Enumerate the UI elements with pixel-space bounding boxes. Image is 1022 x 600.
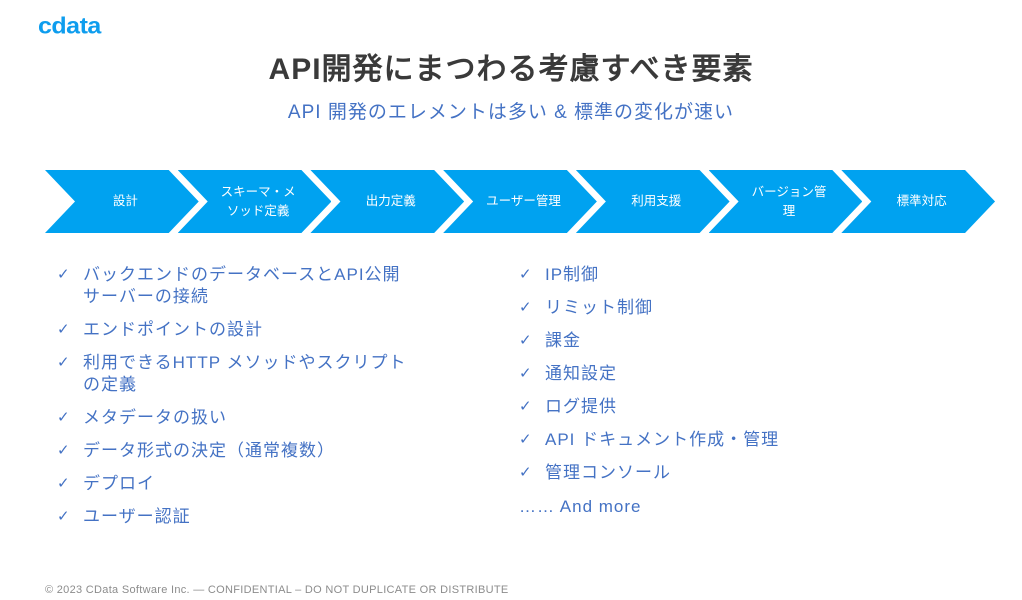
process-step-version-management: バージョン管理 bbox=[709, 170, 863, 233]
process-step-label: バージョン管理 bbox=[751, 184, 827, 218]
check-icon: ✓ bbox=[519, 365, 533, 382]
list-item: ✓ API ドキュメント作成・管理 bbox=[519, 429, 1002, 451]
list-item: ✓ IP制御 bbox=[519, 264, 1002, 286]
list-item: ✓ 利用できるHTTP メソッドやスクリプトの定義 bbox=[57, 352, 519, 396]
list-item-text: ユーザー認証 bbox=[83, 507, 191, 526]
process-step-usage-support: 利用支援 bbox=[576, 170, 730, 233]
process-step-label: ユーザー管理 bbox=[486, 194, 561, 209]
list-item: ✓ エンドポイントの設計 bbox=[57, 319, 519, 341]
process-step-schema-method-definition: スキーマ・メソッド定義 bbox=[178, 170, 332, 233]
list-item-text: バックエンドのデータベースとAPI公開サーバーの接続 bbox=[83, 265, 401, 306]
process-step-user-management: ユーザー管理 bbox=[443, 170, 597, 233]
list-item: ✓ 課金 bbox=[519, 330, 1002, 352]
check-icon: ✓ bbox=[519, 266, 533, 283]
list-item-text: エンドポイントの設計 bbox=[83, 320, 263, 339]
check-icon: ✓ bbox=[519, 398, 533, 415]
check-icon: ✓ bbox=[57, 354, 71, 371]
list-item: ✓ ログ提供 bbox=[519, 396, 1002, 418]
process-flow: 設計 スキーマ・メソッド定義 出力定義 ユーザー管理 利用支援 バージョン管理 … bbox=[45, 170, 995, 233]
copyright-footer: © 2023 CData Software Inc. — CONFIDENTIA… bbox=[45, 584, 509, 596]
process-step-label: 出力定義 bbox=[365, 194, 416, 209]
list-item-text: リミット制御 bbox=[545, 298, 653, 317]
list-item-text: 利用できるHTTP メソッドやスクリプトの定義 bbox=[83, 353, 407, 394]
check-icon: ✓ bbox=[519, 464, 533, 481]
list-item: ✓ リミット制御 bbox=[519, 297, 1002, 319]
checklist-left: ✓ バックエンドのデータベースとAPI公開サーバーの接続 ✓ エンドポイントの設… bbox=[57, 264, 519, 539]
process-step-label: 利用支援 bbox=[631, 194, 682, 209]
list-item-text: API ドキュメント作成・管理 bbox=[545, 430, 780, 449]
list-item-text: 通知設定 bbox=[545, 364, 617, 383]
list-item-text: 課金 bbox=[545, 331, 581, 350]
list-item-text: デプロイ bbox=[83, 474, 155, 493]
list-item-text: データ形式の決定（通常複数） bbox=[83, 441, 335, 460]
checklist-right: ✓ IP制御 ✓ リミット制御 ✓ 課金 ✓ 通知設定 ✓ ログ提供 ✓ API… bbox=[519, 264, 1002, 539]
cdata-logo: cdata bbox=[38, 13, 101, 39]
check-icon: ✓ bbox=[57, 321, 71, 338]
process-step-label: スキーマ・メソッド定義 bbox=[220, 184, 296, 218]
and-more-label: …… And more bbox=[519, 497, 642, 516]
process-step-label: 設計 bbox=[112, 194, 138, 209]
check-icon: ✓ bbox=[519, 431, 533, 448]
process-step-label: 標準対応 bbox=[896, 194, 947, 209]
page-subtitle: API 開発のエレメントは多い & 標準の変化が速い bbox=[287, 102, 735, 123]
check-icon: ✓ bbox=[57, 409, 71, 426]
list-item: ✓ 管理コンソール bbox=[519, 462, 1002, 484]
list-item: ✓ デプロイ bbox=[57, 473, 519, 495]
list-item: ✓ 通知設定 bbox=[519, 363, 1002, 385]
page-title: API開発にまつわる考慮すべき要素 bbox=[268, 53, 754, 86]
check-icon: ✓ bbox=[57, 475, 71, 492]
list-item-text: ログ提供 bbox=[545, 397, 617, 416]
list-item: ✓ データ形式の決定（通常複数） bbox=[57, 440, 519, 462]
list-item: ✓ バックエンドのデータベースとAPI公開サーバーの接続 bbox=[57, 264, 519, 308]
list-item-text: IP制御 bbox=[545, 265, 600, 284]
list-item: ✓ メタデータの扱い bbox=[57, 407, 519, 429]
process-step-output-definition: 出力定義 bbox=[310, 170, 464, 233]
check-icon: ✓ bbox=[519, 299, 533, 316]
check-icon: ✓ bbox=[57, 508, 71, 525]
process-step-design: 設計 bbox=[45, 170, 199, 233]
list-item-text: 管理コンソール bbox=[545, 463, 671, 482]
list-item-text: メタデータの扱い bbox=[83, 408, 227, 427]
check-icon: ✓ bbox=[519, 332, 533, 349]
checklists: ✓ バックエンドのデータベースとAPI公開サーバーの接続 ✓ エンドポイントの設… bbox=[57, 264, 1002, 539]
list-item: ✓ ユーザー認証 bbox=[57, 506, 519, 528]
check-icon: ✓ bbox=[57, 266, 71, 283]
process-step-standards-support: 標準対応 bbox=[841, 170, 995, 233]
check-icon: ✓ bbox=[57, 442, 71, 459]
